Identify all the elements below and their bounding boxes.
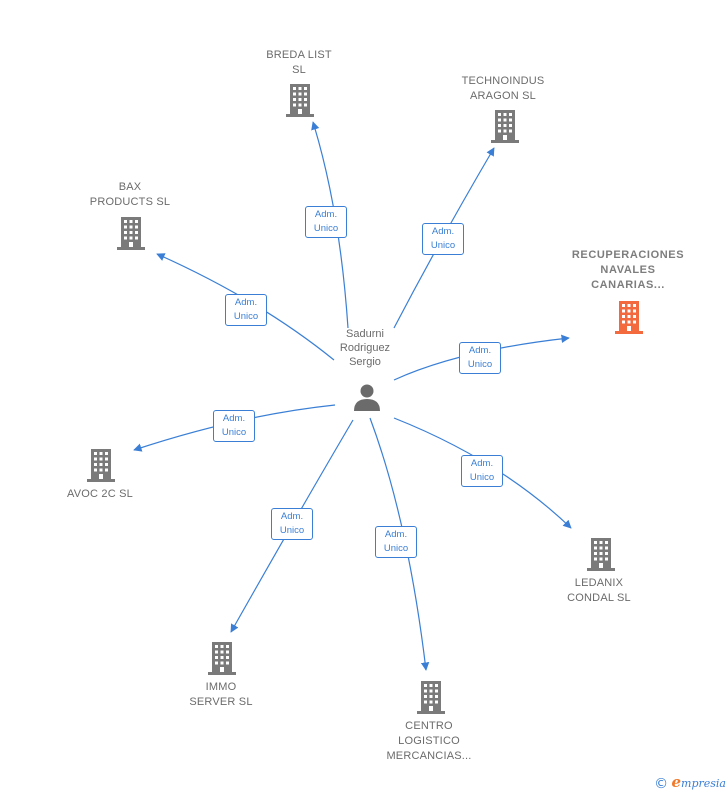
company-name: BREDA LIST SL [266,49,332,76]
copyright-icon: © [654,775,669,792]
relation-type: Unico [279,525,305,536]
relation-role: Adm. [314,209,338,220]
relation-role: Adm. [222,413,246,424]
relation-type: Unico [467,359,493,370]
relation-type: Unico [233,311,259,322]
company-name: RECUPERACIONES NAVALES CANARIAS... [571,249,685,291]
company-name: BAX PRODUCTS SL [89,181,171,208]
company-node-technoindus[interactable]: TECHNOINDUS ARAGON SL [423,74,583,148]
relation-badge-technoindus[interactable]: Adm. Unico [422,223,464,255]
relation-badge-immo[interactable]: Adm. Unico [271,508,313,540]
relation-role: Adm. [384,529,408,540]
company-node-centro[interactable]: CENTRO LOGISTICO MERCANCIAS... [349,679,509,767]
brand-logo-initial: e [671,773,682,791]
relation-type: Unico [313,223,339,234]
relation-badge-breda[interactable]: Adm. Unico [305,206,347,238]
company-name: IMMO SERVER SL [189,681,253,708]
building-icon [491,110,519,143]
relation-badge-recuperaciones[interactable]: Adm. Unico [459,342,501,374]
relation-role: Adm. [468,345,492,356]
building-icon [87,449,115,482]
relation-role: Adm. [470,458,494,469]
building-icon [615,301,643,334]
relation-type: Unico [469,472,495,483]
company-node-immo[interactable]: IMMO SERVER SL [141,640,301,712]
relation-badge-avoc[interactable]: Adm. Unico [213,410,255,442]
company-name: AVOC 2C SL [67,488,133,500]
company-node-breda[interactable]: BREDA LIST SL [219,48,379,120]
company-node-avoc[interactable]: AVOC 2C SL [20,446,180,506]
relation-role: Adm. [280,511,304,522]
relation-badge-ledanix[interactable]: Adm. Unico [461,455,503,487]
footer-brand[interactable]: © empresia [654,773,726,792]
relation-badge-centro[interactable]: Adm. Unico [375,526,417,558]
company-name: CENTRO LOGISTICO MERCANCIAS... [386,720,472,762]
building-icon [117,217,145,250]
company-name: TECHNOINDUS ARAGON SL [461,75,545,102]
relation-badge-bax[interactable]: Adm. Unico [225,294,267,326]
building-icon [417,681,445,714]
building-icon [208,642,236,675]
person-icon [354,384,380,411]
building-icon [587,538,615,571]
relation-role: Adm. [431,226,455,237]
company-node-ledanix[interactable]: LEDANIX CONDAL SL [519,536,679,608]
building-icon [286,84,314,117]
company-node-recuperaciones[interactable]: RECUPERACIONES NAVALES CANARIAS... [548,248,708,338]
relation-type: Unico [221,427,247,438]
brand-logo-text: mpresia [681,777,726,790]
person-node[interactable]: Sadurni Rodriguez Sergio [305,327,425,417]
relation-type: Unico [383,543,409,554]
relation-role: Adm. [234,297,258,308]
company-name: LEDANIX CONDAL SL [567,577,631,604]
relation-type: Unico [430,240,456,251]
company-node-bax[interactable]: BAX PRODUCTS SL [50,180,210,252]
person-name: Sadurni Rodriguez Sergio [339,328,391,368]
